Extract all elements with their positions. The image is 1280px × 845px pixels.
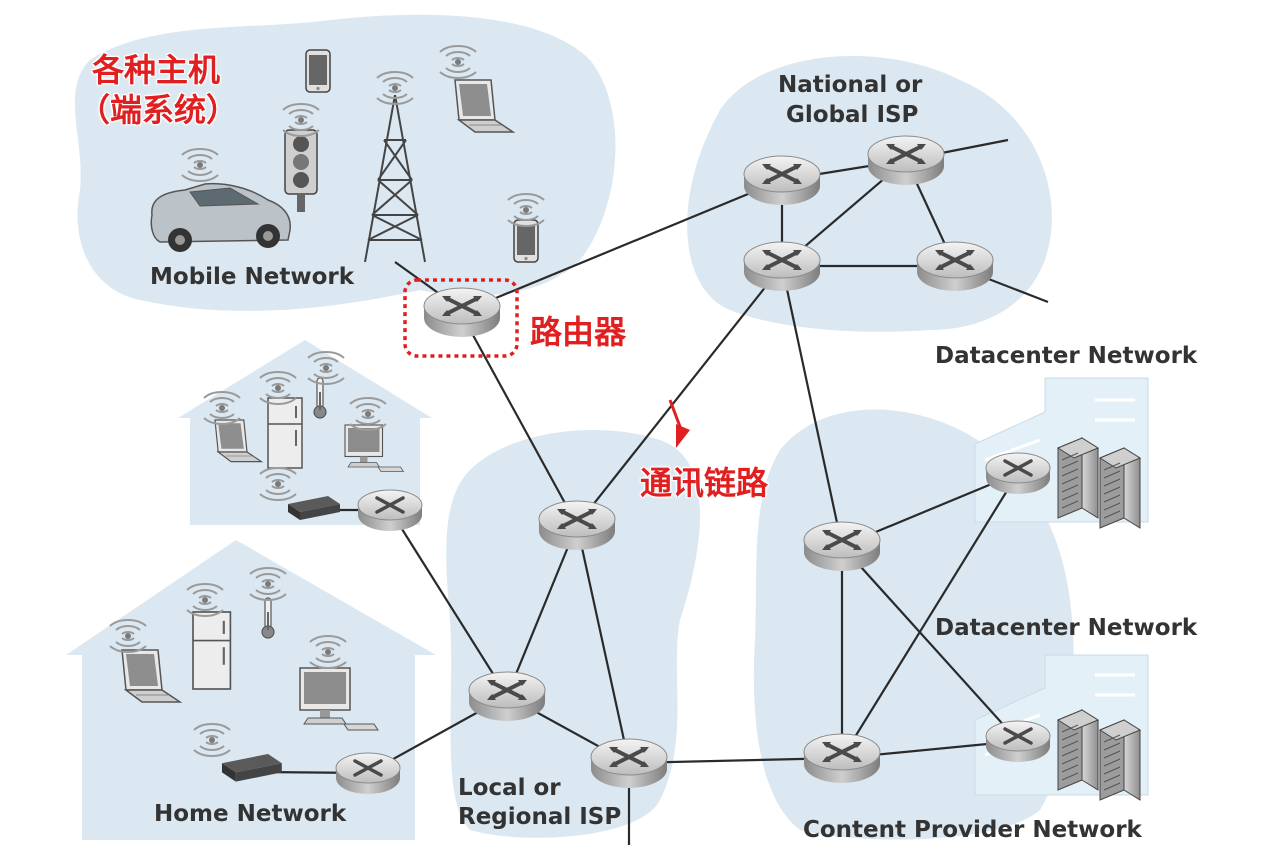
router-icon bbox=[802, 732, 882, 785]
traffic-light-icon bbox=[284, 129, 318, 212]
router-icon bbox=[537, 499, 617, 552]
router-icon bbox=[915, 240, 995, 293]
label-national-isp-line1: National or bbox=[778, 72, 923, 98]
local-isp-region bbox=[446, 430, 700, 838]
router-icon bbox=[356, 488, 424, 533]
label-mobile-network: Mobile Network bbox=[150, 264, 355, 290]
router-icon bbox=[984, 451, 1052, 496]
home-network-2-region bbox=[66, 540, 436, 840]
car-icon bbox=[150, 182, 291, 252]
refrigerator-icon bbox=[191, 610, 232, 691]
router-icon bbox=[334, 751, 402, 796]
router-icon bbox=[422, 286, 502, 339]
smartphone-icon bbox=[305, 49, 331, 93]
label-national-isp-line2: Global ISP bbox=[786, 102, 919, 128]
annotation-router: 路由器 bbox=[530, 313, 627, 351]
label-datacenter-network-1: Datacenter Network bbox=[935, 343, 1198, 369]
label-local-isp-line1: Local or bbox=[458, 775, 561, 801]
label-local-isp-line2: Regional ISP bbox=[458, 804, 622, 830]
annotation-hosts-line2: （端系统） bbox=[78, 91, 239, 129]
router-icon bbox=[467, 670, 547, 723]
comm-link-arrow bbox=[668, 399, 690, 448]
router-icon bbox=[802, 520, 882, 573]
router-icon bbox=[742, 154, 822, 207]
router-icon bbox=[742, 240, 822, 293]
label-home-network: Home Network bbox=[154, 801, 347, 827]
router-icon bbox=[866, 134, 946, 187]
annotation-hosts-line1: 各种主机 bbox=[92, 51, 221, 89]
cell-tower-icon bbox=[364, 94, 426, 263]
refrigerator-icon bbox=[267, 397, 303, 469]
router-highlight-box bbox=[403, 278, 519, 358]
router-icon bbox=[589, 737, 669, 790]
label-datacenter-network-2: Datacenter Network bbox=[935, 615, 1198, 641]
label-content-provider-network: Content Provider Network bbox=[803, 817, 1142, 843]
annotation-comm-link: 通讯链路 bbox=[640, 464, 769, 502]
router-icon bbox=[984, 719, 1052, 764]
home-network-1-region bbox=[178, 340, 432, 525]
